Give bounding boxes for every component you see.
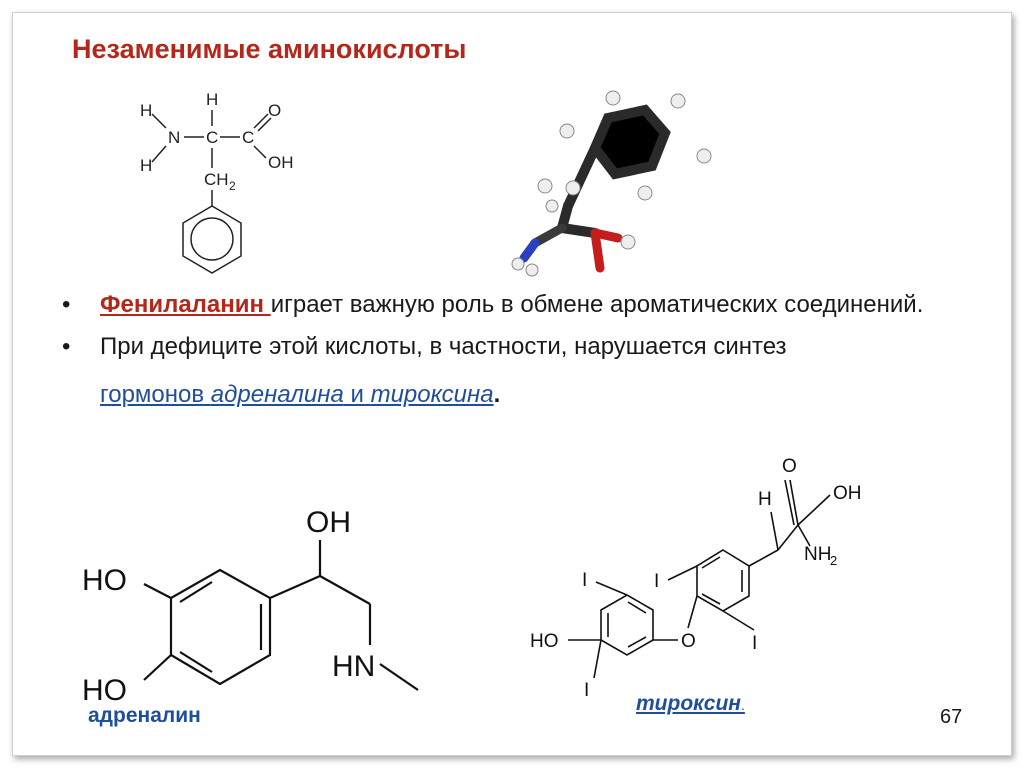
bullet-marker: • — [62, 291, 71, 318]
adrenaline-structure: OH HO HO HN — [82, 506, 419, 707]
hormones-link-prefix: гормонов — [100, 381, 211, 408]
slide-title: Незаменимые аминокислоты — [72, 34, 467, 64]
page-number: 67 — [940, 706, 963, 728]
thyroxine-link-text: тироксина — [370, 381, 494, 408]
hormones-link-and: и — [343, 381, 371, 408]
label-ch-sub: 2 — [229, 179, 236, 193]
label-i-4: I — [584, 680, 589, 701]
bullet-end: . — [493, 381, 501, 408]
label-i-3: I — [752, 633, 757, 654]
label-o-bridge: O — [681, 631, 696, 652]
label-ch: CH — [204, 170, 229, 189]
phenylalanine-structure: H H H N C C O OH CH 2 — [140, 90, 294, 274]
phenylalanine-3d-model — [511, 90, 712, 277]
label-ho-1: HO — [82, 564, 127, 597]
adrenaline-link-text: адреналина — [210, 381, 344, 408]
label-h: H — [758, 489, 772, 510]
label-i-1: I — [654, 571, 659, 592]
label-oh-top: OH — [306, 506, 351, 539]
bullet-text-1: играет важную роль в обмене ароматически… — [270, 291, 924, 318]
bullet-text-2: При дефиците этой кислоты, в частности, … — [100, 333, 787, 360]
label-ho: HO — [530, 631, 559, 652]
slide-frame — [12, 12, 1012, 756]
label-h-top: H — [206, 90, 218, 109]
label-nh: NH — [804, 544, 831, 565]
bullet-item-1: • Фенилаланин играет важную роль в обмен… — [62, 288, 942, 322]
label-o-top: O — [782, 456, 797, 477]
label-i-2: I — [582, 570, 587, 591]
hormones-link[interactable]: гормонов адреналина и тироксина — [100, 381, 494, 408]
label-c1: C — [206, 128, 218, 147]
label-oh: OH — [268, 153, 294, 172]
label-h-left1: H — [140, 101, 152, 120]
bullet-marker: • — [62, 333, 71, 360]
thyroxine-caption-end: . — [741, 697, 745, 713]
label-c2: C — [242, 128, 254, 147]
thyroxine-caption[interactable]: тироксин. — [636, 692, 745, 716]
bullet-list: • Фенилаланин играет важную роль в обмен… — [62, 288, 942, 420]
label-oh: OH — [833, 483, 862, 504]
label-o: O — [268, 101, 281, 120]
label-hn: HN — [332, 650, 375, 683]
label-nh-sub: 2 — [830, 553, 837, 568]
adrenaline-caption: адреналин — [88, 704, 201, 727]
label-n: N — [168, 128, 180, 147]
label-h-left2: H — [140, 156, 152, 175]
thyroxine-structure: O OH H NH 2 I I I I O HO — [530, 456, 862, 701]
label-ho-2: HO — [82, 674, 127, 707]
phenylalanine-link[interactable]: Фенилаланин — [100, 291, 271, 318]
thyroxine-caption-text: тироксин — [636, 692, 741, 715]
bullet-item-2: • При дефиците этой кислоты, в частности… — [62, 330, 942, 412]
